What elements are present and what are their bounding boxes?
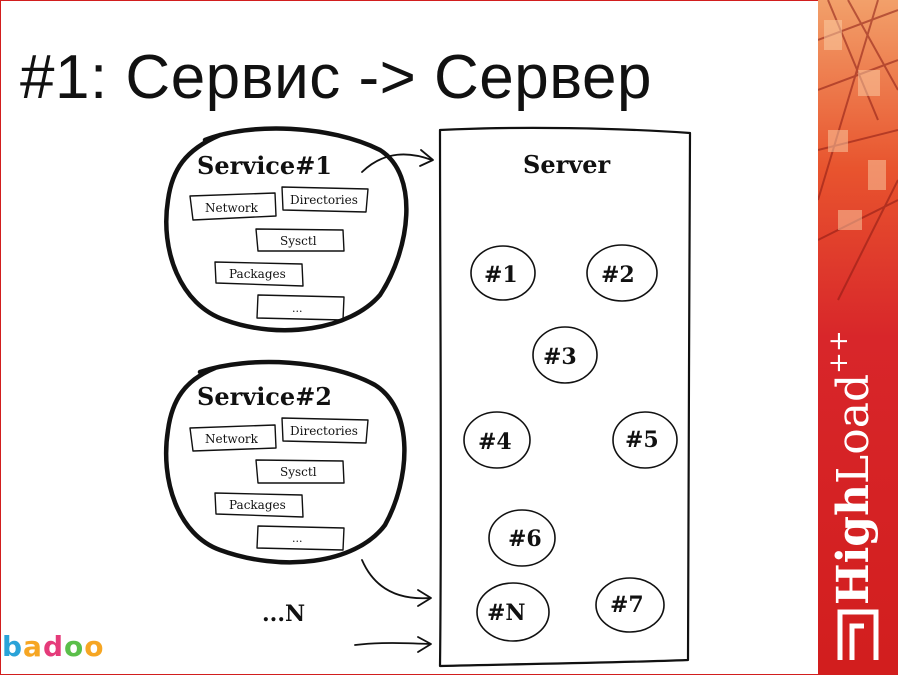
slide-title: #1: Сервис -> Сервер xyxy=(20,43,652,112)
node-label: #7 xyxy=(610,592,644,618)
node-5-circle xyxy=(612,411,678,469)
badoo-letter: b xyxy=(2,630,24,663)
component-label: Directories xyxy=(290,193,358,207)
node-4-circle xyxy=(463,411,531,469)
service-1-title: Service#1 xyxy=(197,151,332,180)
brand-sidebar: HighLoad++ xyxy=(818,0,898,675)
badoo-letter: o xyxy=(84,630,105,663)
service-2-boundary xyxy=(163,359,407,565)
arrow-n-to-server xyxy=(354,642,431,646)
component-label: Packages xyxy=(229,498,286,512)
node-label: #3 xyxy=(543,344,577,370)
node-label: #2 xyxy=(601,262,635,288)
server-box xyxy=(438,126,692,668)
badoo-letter: a xyxy=(23,630,43,663)
service-1-boundary xyxy=(164,126,409,333)
node-label: #N xyxy=(487,600,526,626)
node-label: #1 xyxy=(484,262,518,288)
brand-load: Load xyxy=(828,373,879,484)
server-label: Server xyxy=(523,150,610,179)
badoo-letter: d xyxy=(42,630,64,663)
service-2-title: Service#2 xyxy=(197,382,332,411)
node-n-circle xyxy=(476,582,550,642)
brand-high: High xyxy=(828,483,879,605)
node-2-circle xyxy=(586,244,658,302)
more-services-label: ...N xyxy=(262,601,305,627)
node-7-circle xyxy=(595,577,665,633)
component-label: Sysctl xyxy=(280,465,317,479)
component-label: ... xyxy=(292,302,303,315)
badoo-letter: o xyxy=(64,630,85,663)
component-label: ... xyxy=(292,532,303,545)
arrow-service1-to-server xyxy=(361,153,433,173)
brand-plus: ++ xyxy=(824,330,854,374)
node-6-circle xyxy=(488,509,556,567)
component-label: Directories xyxy=(290,424,358,438)
badoo-logo: badoo xyxy=(2,630,105,663)
node-1-circle xyxy=(470,245,536,301)
component-label: Network xyxy=(205,201,259,215)
node-label: #4 xyxy=(478,429,512,455)
node-label: #5 xyxy=(625,427,659,453)
node-3-circle xyxy=(532,326,598,384)
highload-logo-icon xyxy=(837,609,879,660)
component-label: Network xyxy=(205,432,259,446)
node-label: #6 xyxy=(508,526,542,552)
component-label: Packages xyxy=(229,267,286,281)
brand-background xyxy=(818,0,898,675)
conference-brand: HighLoad++ xyxy=(818,0,898,675)
arrow-service2-to-server xyxy=(361,559,431,600)
component-label: Sysctl xyxy=(280,234,317,248)
